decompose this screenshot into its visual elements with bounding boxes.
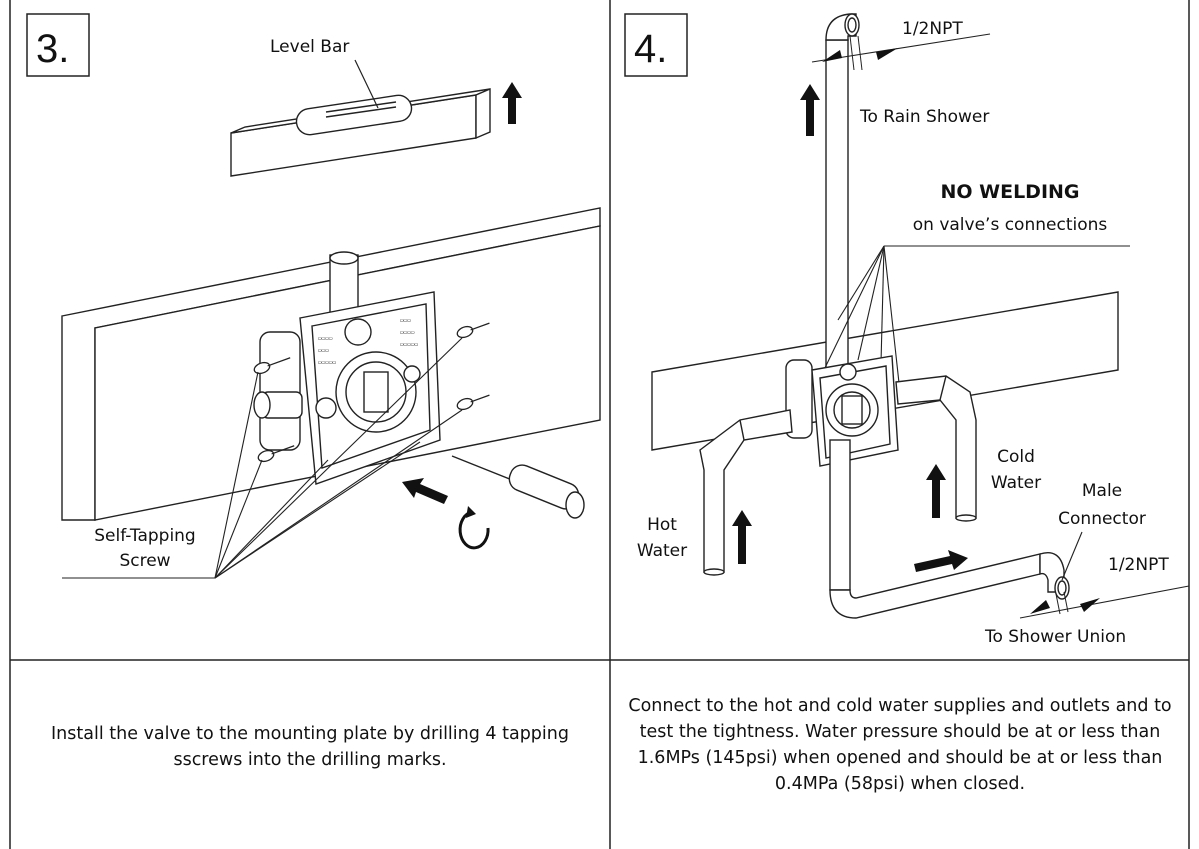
- table-grid: [9, 0, 1190, 849]
- step-3-illustration: 3. Level Bar: [26, 13, 601, 579]
- step-3-caption: Install the valve to the mounting plate …: [51, 724, 569, 770]
- step-4-number-box: [624, 13, 688, 77]
- to-shower-union-label: To Shower Union: [984, 627, 1126, 647]
- push-arrow-icon: [402, 478, 448, 504]
- valve-body-step3: [253, 251, 441, 485]
- step-3-number-box: [26, 13, 90, 77]
- up-arrow-cold-icon: [926, 464, 946, 518]
- self-tapping-label-line1: Self-Tapping: [94, 526, 195, 546]
- pipe-to-shower-union: [829, 439, 1070, 619]
- up-arrow-rain-icon: [800, 84, 820, 136]
- no-welding-leaders: [821, 245, 1130, 403]
- step-4-caption: Connect to the hot and cold water suppli…: [628, 696, 1172, 794]
- step-4-number: 4.: [634, 27, 667, 71]
- self-tapping-label-line2: Screw: [119, 551, 170, 571]
- hot-water-label-line1: Hot: [647, 515, 677, 535]
- hot-water-pipe: [699, 409, 793, 576]
- step-3-number: 3.: [36, 27, 69, 71]
- screwdriver: [451, 455, 585, 519]
- tapping-screws: [253, 322, 490, 463]
- hot-water-label-line2: Water: [637, 541, 687, 561]
- up-arrow-hot-icon: [732, 510, 752, 564]
- level-bar: [230, 87, 491, 177]
- right-arrow-icon: [914, 550, 968, 572]
- to-rain-shower-label: To Rain Shower: [859, 107, 989, 127]
- rotate-arrow-icon: [458, 510, 490, 550]
- valve-body-step4: [785, 355, 899, 467]
- level-bar-label: Level Bar: [270, 37, 349, 57]
- self-tapping-leaders: [62, 337, 463, 579]
- valve-markings: ▭▭▭▭▭▭▭▭▭▭▭▭ ▭▭▭▭▭▭▭▭▭▭▭▭: [318, 317, 418, 366]
- svg-text:▭▭▭▭: ▭▭▭▭: [400, 329, 415, 336]
- cold-water-label-line1: Cold: [997, 447, 1035, 467]
- no-welding-label: NO WELDING: [940, 181, 1079, 203]
- svg-text:▭▭▭▭▭: ▭▭▭▭▭: [400, 341, 418, 348]
- pipe-to-rain-shower: [825, 13, 860, 371]
- svg-text:▭▭▭: ▭▭▭: [318, 347, 329, 354]
- npt-top-label: 1/2NPT: [902, 19, 963, 39]
- male-connector-label-line2: Connector: [1058, 509, 1146, 529]
- up-arrow-icon: [502, 82, 522, 124]
- svg-text:▭▭▭: ▭▭▭: [400, 317, 411, 324]
- cold-water-label-line2: Water: [991, 473, 1041, 493]
- npt-bottom-label: 1/2NPT: [1108, 555, 1169, 575]
- svg-text:▭▭▭▭: ▭▭▭▭: [318, 335, 333, 342]
- on-valve-connections-label: on valve’s connections: [913, 215, 1108, 235]
- step-4-illustration: 4. 1/2NPT To Rain Shower NO WELDING on v…: [624, 13, 1190, 647]
- cold-water-pipe: [895, 375, 977, 522]
- male-connector-label-line1: Male: [1082, 481, 1122, 501]
- svg-text:▭▭▭▭▭: ▭▭▭▭▭: [318, 359, 336, 366]
